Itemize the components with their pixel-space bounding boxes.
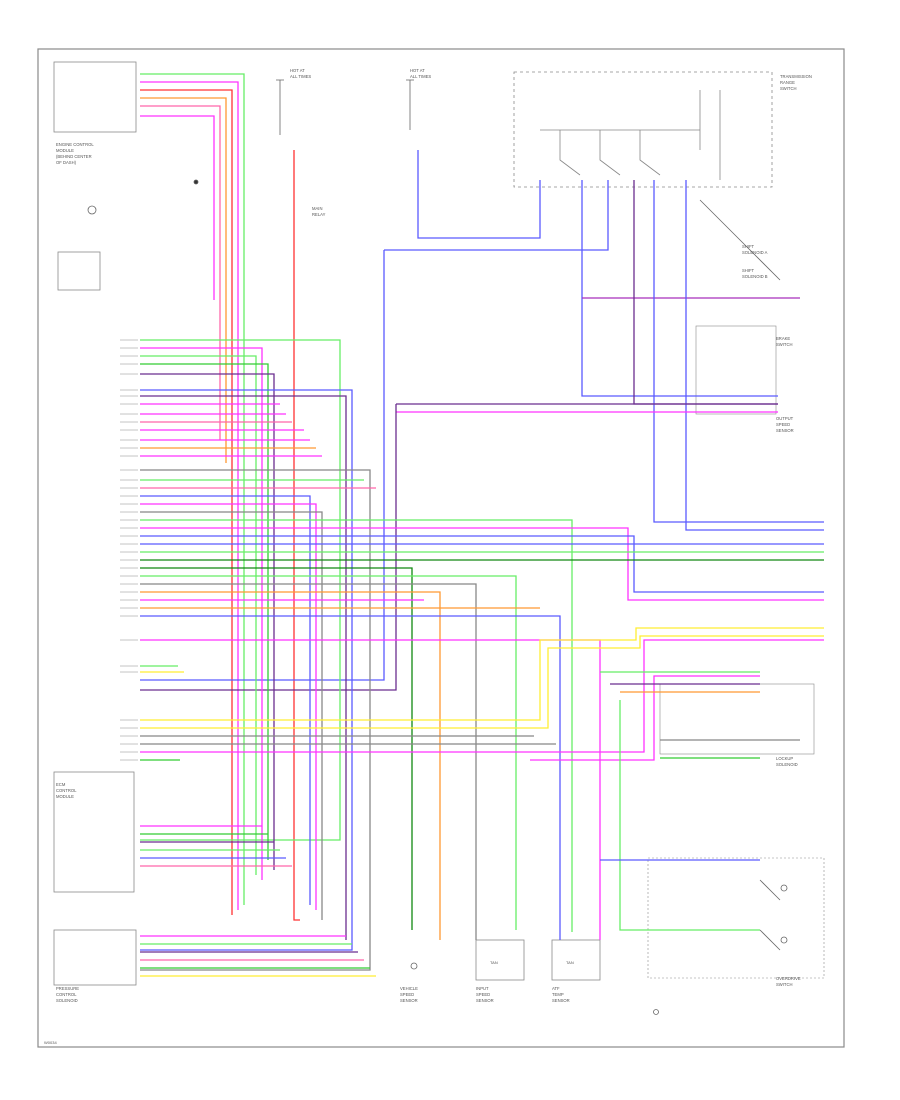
label-brake-switch-line2: SWITCH [776, 342, 793, 347]
module-box-top-left [53, 61, 137, 133]
label-vss-line3: SENSOR [400, 998, 418, 1003]
label-shift-a-line2: SOLENOID A [742, 250, 768, 255]
ecm-box-left [53, 771, 135, 893]
label-trs-line3: SWITCH [780, 86, 797, 91]
label-oss-line1: OUTPUT [776, 416, 794, 421]
label-main-relay-line1: MAIN [312, 206, 322, 211]
label-hot-at-all-times-2-line2: ALL TIMES [410, 74, 431, 79]
diagram-frame [37, 48, 845, 1048]
label-ecm-line2: MODULE [56, 148, 74, 153]
label-iss-line3: SENSOR [476, 998, 494, 1003]
label-atf-line3: SENSOR [552, 998, 570, 1003]
connector-tan2-label: TAN [566, 960, 574, 965]
connector-tan-label: TAN [490, 960, 498, 965]
label-pcs-line3: SOLENOID [56, 998, 78, 1003]
label-vss-line1: VEHICLE [400, 986, 418, 991]
label-od-switch-line1: OVERDRIVE [776, 976, 801, 981]
label-ecm-lower-line2: CONTROL [56, 788, 77, 793]
label-iss-line1: INPUT [476, 986, 489, 991]
label-oss-line2: SPEED [776, 422, 790, 427]
label-iss-line2: SPEED [476, 992, 490, 997]
component-labels: HOT AT ALL TIMES HOT AT ALL TIMES MAIN R… [44, 68, 812, 1045]
label-ecm-lower-line3: MODULE [56, 794, 74, 799]
label-pcs-line2: CONTROL [56, 992, 77, 997]
overdrive-switch-box [647, 857, 825, 979]
label-hot-at-all-times-2-line1: HOT AT [410, 68, 425, 73]
footer-code: W0034 [44, 1040, 57, 1045]
label-ecm-line3: (BEHIND CENTER [56, 154, 92, 159]
label-pcs-line1: PRESSURE [56, 986, 79, 991]
connector-tan2-box [551, 939, 601, 981]
switch-contacts [540, 90, 721, 180]
label-brake-switch-line1: BRAKE [776, 336, 790, 341]
label-trs-line1: TRANSMISSION [780, 74, 812, 79]
sensor-box-left [57, 251, 101, 291]
label-vss-line2: SPEED [400, 992, 414, 997]
label-hot-at-all-times-1-line2: ALL TIMES [290, 74, 311, 79]
module-box-bottom-left [53, 929, 137, 986]
label-ecm-line1: ENGINE CONTROL [56, 142, 94, 147]
label-ecm-line4: OF DASH) [56, 160, 77, 165]
label-od-switch-line2: SWITCH [776, 982, 793, 987]
label-atf-line2: TEMP [552, 992, 564, 997]
transmission-range-switch-box [513, 71, 773, 188]
label-lockup-line1: LOCKUP [776, 756, 793, 761]
sensor-box-right-1 [695, 325, 777, 415]
label-shift-b-line2: SOLENOID B [742, 274, 768, 279]
sensor-box-right-2 [659, 683, 815, 755]
label-ecm-lower-line1: ECM [56, 782, 66, 787]
label-shift-b-line1: SHIFT [742, 268, 755, 273]
label-oss-line3: SENSOR [776, 428, 794, 433]
pin-ticks [120, 339, 138, 761]
label-trs-line2: RANGE [780, 80, 795, 85]
wire-group [140, 73, 824, 977]
label-main-relay-line2: RELAY [312, 212, 326, 217]
component-symbols [87, 79, 788, 1015]
connector-tan-box [475, 939, 525, 981]
label-lockup-line2: SOLENOID [776, 762, 798, 767]
label-atf-line1: ATF [552, 986, 560, 991]
label-hot-at-all-times-1-line1: HOT AT [290, 68, 305, 73]
label-shift-a-line1: SHIFT [742, 244, 755, 249]
